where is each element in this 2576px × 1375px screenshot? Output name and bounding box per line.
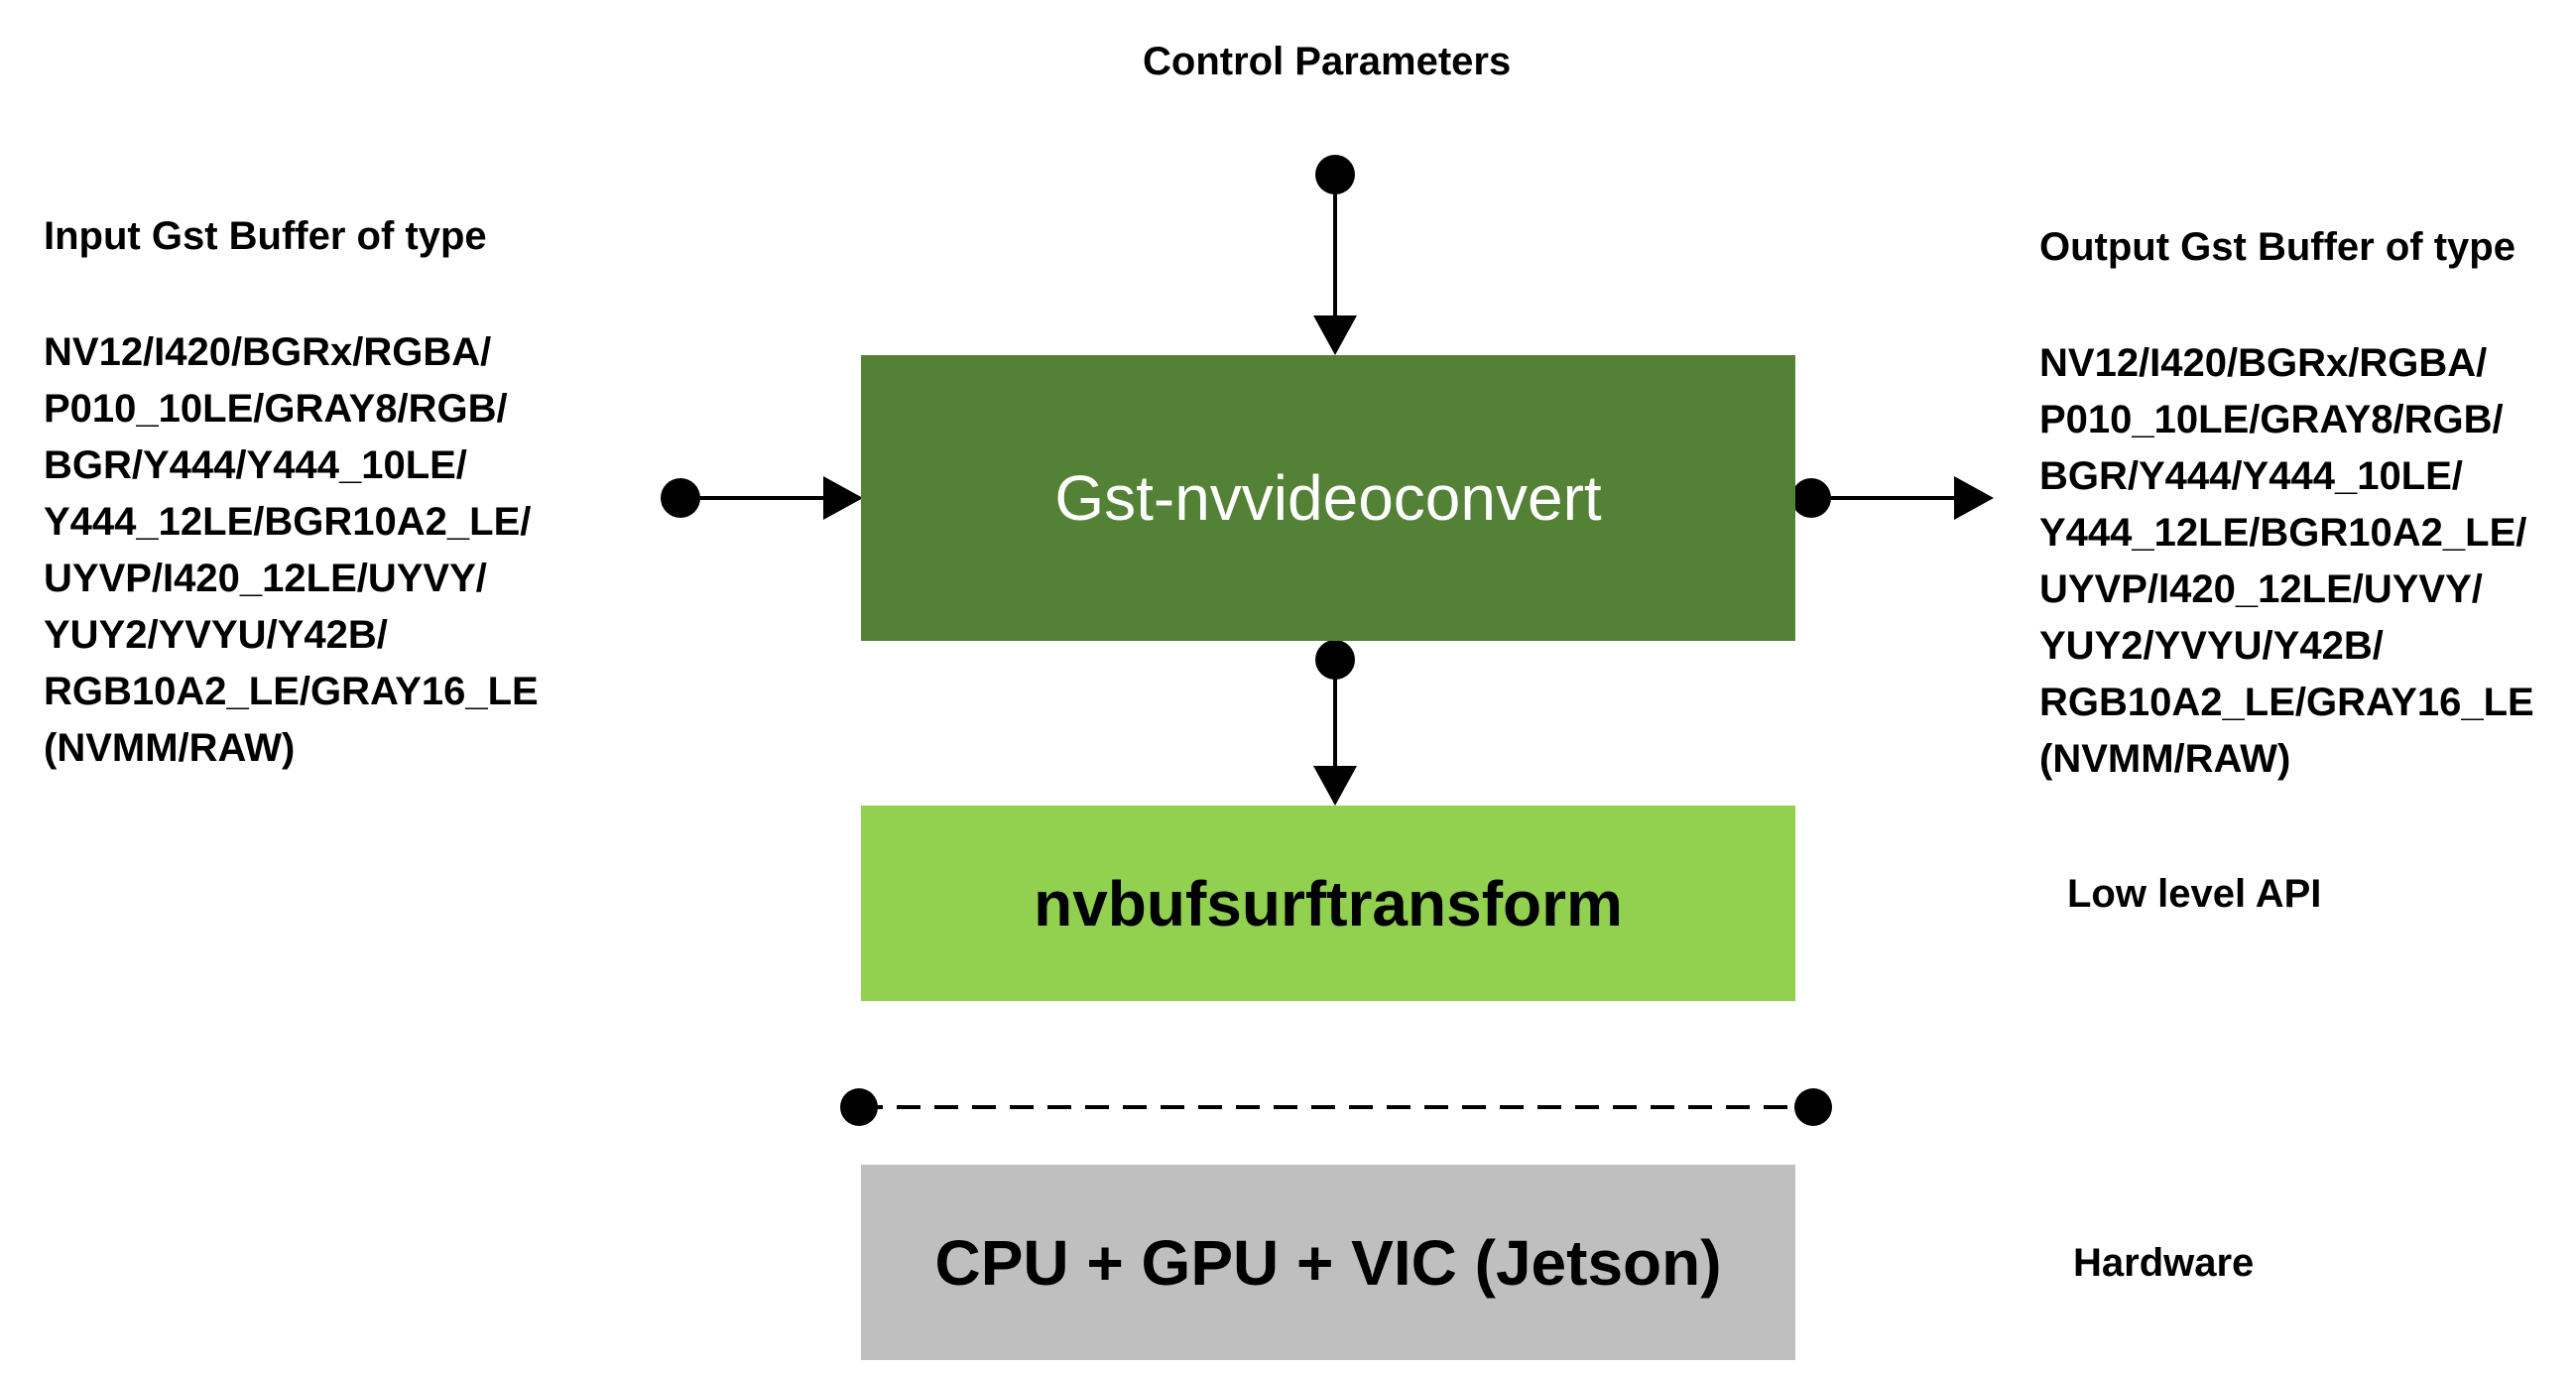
input-format-line: (NVMM/RAW) (44, 726, 296, 770)
input-arrow (661, 476, 863, 520)
output-format-line: UYVP/I420_12LE/UYVY/ (2039, 567, 2483, 611)
gst-nvvideoconvert-box: Gst-nvvideoconvert (861, 355, 1795, 641)
output-title: Output Gst Buffer of type (2039, 225, 2515, 269)
hardware-box-label: CPU + GPU + VIC (Jetson) (934, 1226, 1722, 1299)
output-format-line: Y444_12LE/BGR10A2_LE/ (2039, 511, 2527, 555)
control-arrow (1313, 155, 1357, 355)
input-format-line: YUY2/YVYU/Y42B/ (44, 613, 388, 657)
output-format-line: P010_10LE/GRAY8/RGB/ (2039, 398, 2504, 441)
nvbufsurftransform-label: nvbufsurftransform (1034, 867, 1623, 939)
output-format-line: RGB10A2_LE/GRAY16_LE (2039, 681, 2534, 724)
input-title: Input Gst Buffer of type (44, 214, 487, 258)
low-level-api-label: Low level API (2067, 872, 2322, 916)
output-format-line: NV12/I420/BGRx/RGBA/ (2039, 341, 2488, 385)
gst-nvvideoconvert-label: Gst-nvvideoconvert (1054, 462, 1602, 534)
input-format-list: NV12/I420/BGRx/RGBA/ P010_10LE/GRAY8/RGB… (44, 324, 539, 777)
output-format-line: (NVMM/RAW) (2039, 737, 2291, 781)
output-format-line: YUY2/YVYU/Y42B/ (2039, 624, 2384, 668)
control-parameters-label: Control Parameters (1143, 40, 1512, 83)
hardware-box: CPU + GPU + VIC (Jetson) (861, 1165, 1795, 1360)
hardware-label: Hardware (2073, 1241, 2255, 1285)
input-format-line: P010_10LE/GRAY8/RGB/ (44, 387, 508, 431)
output-arrow (1791, 476, 1994, 520)
input-format-line: NV12/I420/BGRx/RGBA/ (44, 330, 492, 374)
hardware-separator (840, 1088, 1832, 1126)
input-format-line: RGB10A2_LE/GRAY16_LE (44, 670, 539, 713)
api-arrow (1313, 640, 1357, 806)
output-format-line: BGR/Y444/Y444_10LE/ (2039, 454, 2463, 498)
input-format-line: BGR/Y444/Y444_10LE/ (44, 443, 467, 487)
output-format-list: NV12/I420/BGRx/RGBA/ P010_10LE/GRAY8/RGB… (2039, 335, 2534, 788)
input-format-line: Y444_12LE/BGR10A2_LE/ (44, 500, 532, 544)
nvbufsurftransform-box: nvbufsurftransform (861, 806, 1795, 1001)
input-format-line: UYVP/I420_12LE/UYVY/ (44, 557, 487, 600)
